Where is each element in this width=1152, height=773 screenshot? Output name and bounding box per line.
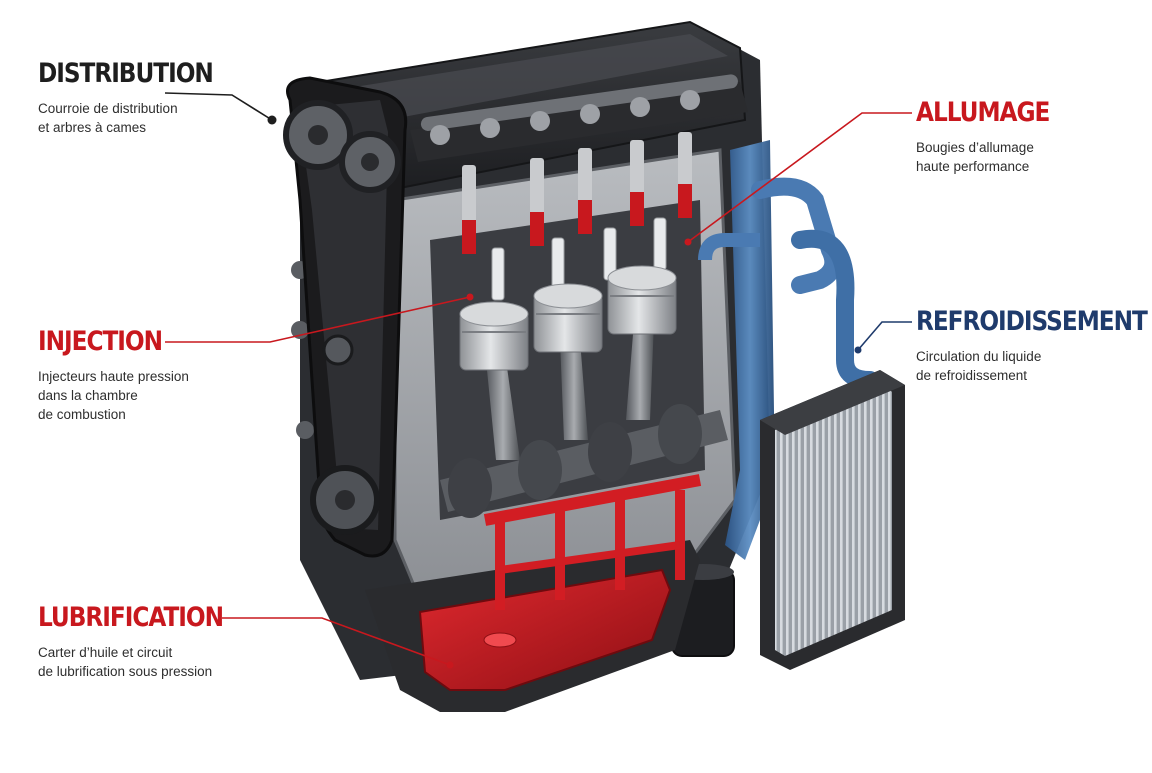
lubrification-title: LUBRIFICATION (38, 602, 224, 633)
refroidissement-title: REFROIDISSEMENT (916, 306, 1148, 337)
lubrification-description: Carter d’huile et circuit de lubrificati… (38, 643, 253, 681)
callout-distribution: DISTRIBUTION Courroie de distribution et… (38, 60, 241, 137)
refroidissement-line-1: Circulation du liquide (916, 349, 1042, 364)
allumage-line-1: Bougies d’allumage (916, 140, 1034, 155)
leader-lines (164, 92, 912, 669)
allumage-line-2: haute performance (916, 159, 1030, 174)
injection-description: Injecteurs haute pression dans la chambr… (38, 367, 189, 424)
leader-injection (165, 296, 471, 343)
allumage-description: Bougies d’allumage haute performance (916, 138, 1071, 176)
callout-refroidissement: REFROIDISSEMENT Circulation du liquide d… (916, 308, 1152, 385)
leader-allumage (687, 112, 912, 243)
injection-line-1: Injecteurs haute pression (38, 369, 189, 384)
distribution-title: DISTRIBUTION (38, 58, 214, 89)
callout-allumage: ALLUMAGE Bougies d’allumage haute perfor… (916, 99, 1071, 176)
distribution-line-1: Courroie de distribution (38, 101, 178, 116)
radiator (760, 370, 905, 670)
distribution-line-2: et arbres à cames (38, 120, 147, 135)
pistons (459, 265, 677, 460)
camshaft (420, 74, 738, 145)
leader-lubrification (222, 617, 451, 666)
injection-title: INJECTION (38, 326, 163, 357)
lubrification-line-1: Carter d’huile et circuit (38, 645, 173, 660)
injection-line-3: de combustion (38, 407, 126, 422)
leader-refroidissement (857, 321, 912, 351)
timing-belt (283, 76, 408, 558)
callout-lubrification: LUBRIFICATION Carter d’huile et circuit … (38, 604, 253, 681)
spark-plugs (491, 217, 667, 301)
allumage-title: ALLUMAGE (916, 97, 1050, 128)
injectors (462, 132, 692, 254)
lubrification-line-2: de lubrification sous pression (38, 664, 213, 679)
oil-pan (365, 474, 702, 712)
crankshaft (440, 404, 728, 518)
refroidissement-line-2: de refroidissement (916, 368, 1028, 383)
distribution-description: Courroie de distribution et arbres à cam… (38, 99, 241, 137)
refroidissement-description: Circulation du liquide de refroidissemen… (916, 347, 1152, 385)
injection-line-2: dans la chambre (38, 388, 138, 403)
leader-distribution (164, 92, 273, 121)
callout-injection: INJECTION Injecteurs haute pression dans… (38, 328, 189, 424)
